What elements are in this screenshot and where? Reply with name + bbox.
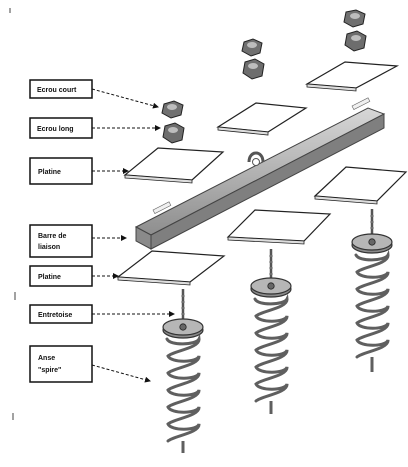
callout-ecrou-court: Ecrou court — [29, 79, 159, 109]
label-entretoise: Entretoise — [38, 312, 72, 319]
callout-ecrou-long: Ecrou long — [29, 117, 161, 139]
label-barre-line1: Barre de — [38, 233, 67, 240]
label-barre-line2: liaison — [38, 244, 60, 251]
spring-right — [351, 233, 393, 372]
callout-platine-top: Platine — [29, 157, 129, 185]
plate-top-right — [305, 61, 400, 92]
label-ecrou-court: Ecrou court — [37, 87, 77, 94]
nut-long-top-right — [344, 30, 367, 52]
spring-left — [162, 318, 204, 453]
label-platine-top: Platine — [38, 169, 61, 176]
plate-bottom-left — [116, 250, 226, 286]
nut-short-left — [161, 100, 184, 119]
barre-de-liaison — [134, 97, 386, 250]
plate-middle-right — [216, 102, 308, 136]
nut-short-top-right — [343, 9, 366, 28]
label-anse-line2: "spire" — [38, 367, 61, 374]
callout-entretoise: Entretoise — [29, 304, 175, 324]
callout-barre-liaison: Barre de liaison — [29, 224, 127, 258]
callout-platine-bottom: Platine — [29, 265, 119, 287]
nut-long-left — [162, 122, 185, 144]
callout-anse-spire: Anse "spire" — [29, 345, 151, 383]
label-anse-line1: Anse — [38, 355, 55, 362]
plate-right-lower — [313, 166, 408, 205]
nut-short-mid — [241, 38, 263, 57]
plate-top-left — [123, 147, 225, 184]
nut-long-mid — [242, 58, 265, 80]
label-ecrou-long: Ecrou long — [37, 126, 74, 133]
plate-center-lower — [226, 209, 332, 245]
spring-center — [250, 277, 292, 414]
label-platine-bottom: Platine — [38, 274, 61, 281]
